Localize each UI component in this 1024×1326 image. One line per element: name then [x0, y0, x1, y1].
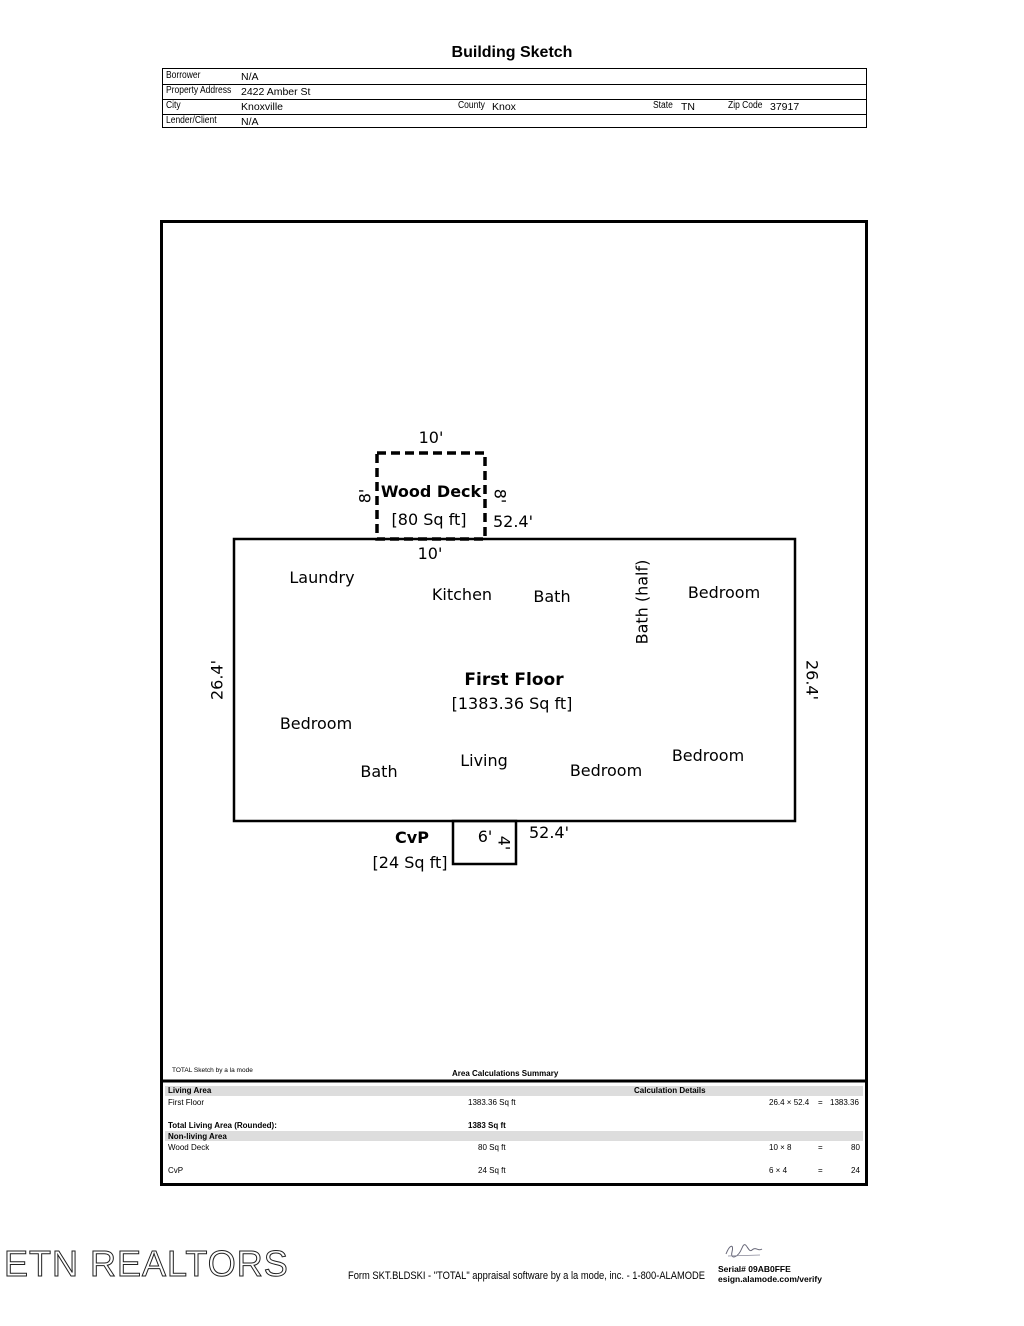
header-table: Borrower N/A Property Address 2422 Amber…	[162, 68, 867, 128]
county-value: Knox	[492, 101, 516, 113]
borrower-label: Borrower	[166, 70, 201, 81]
verify-link[interactable]: esign.alamode.com/verify	[718, 1274, 822, 1284]
first-floor-area: 1383.36 Sq ft	[468, 1098, 516, 1107]
city-value: Knoxville	[241, 101, 284, 113]
cvp-calc-formula: 6 × 4	[769, 1166, 788, 1175]
room-bath-1: Bath	[533, 587, 570, 606]
calc-details-label: Calculation Details	[634, 1086, 706, 1095]
city-label: City	[166, 100, 181, 111]
deck-calc-eq: =	[818, 1143, 823, 1152]
brokerage-logo: ETN REALTORS	[4, 1243, 289, 1285]
deck-calc-result: 80	[851, 1143, 860, 1152]
deck-bottom-dim: 10'	[418, 544, 443, 563]
address-label: Property Address	[166, 85, 232, 96]
deck-top-dim: 10'	[419, 428, 444, 447]
room-kitchen: Kitchen	[432, 585, 492, 604]
lender-label: Lender/Client	[166, 115, 217, 126]
room-laundry: Laundry	[289, 568, 354, 587]
deck-area: [80 Sq ft]	[392, 510, 467, 529]
software-note: TOTAL Sketch by a la mode	[172, 1067, 253, 1074]
living-area-shade	[165, 1086, 863, 1096]
calc-summary-title: Area Calculations Summary	[452, 1069, 559, 1078]
first-floor-label: First Floor	[168, 1098, 204, 1107]
first-floor-result: 1383.36	[830, 1098, 859, 1107]
room-bedroom-3: Bedroom	[570, 761, 642, 780]
cvp-calc-area: 24 Sq ft	[478, 1166, 506, 1175]
serial-block: Serial# 09AB0FFE esign.alamode.com/verif…	[718, 1264, 822, 1284]
cvp-calc-label: CvP	[168, 1166, 184, 1175]
borrower-row: Borrower N/A	[163, 69, 866, 85]
city-row: City Knoxville County Knox State TN Zip …	[163, 99, 866, 115]
room-bedroom-2: Bedroom	[280, 714, 352, 733]
state-label: State	[653, 100, 673, 111]
zip-label: Zip Code	[728, 100, 763, 111]
room-living: Living	[460, 751, 508, 770]
deck-calc-area: 80 Sq ft	[478, 1143, 506, 1152]
room-bath-2: Bath	[360, 762, 397, 781]
lender-value: N/A	[241, 116, 259, 128]
sketch-frame	[160, 220, 868, 1186]
deck-left-dim: 8'	[356, 489, 375, 504]
form-footer-text: Form SKT.BLDSKI - "TOTAL" appraisal soft…	[348, 1270, 706, 1282]
cvp-name: CvP	[395, 828, 429, 847]
floor-bottom-dim: 52.4'	[529, 823, 569, 842]
county-label: County	[458, 100, 485, 111]
serial-number: Serial# 09AB0FFE	[718, 1264, 791, 1274]
nonliving-area-shade	[165, 1131, 863, 1141]
cvp-calc-eq: =	[818, 1166, 823, 1175]
floor-area: [1383.36 Sq ft]	[452, 694, 573, 713]
total-living-label: Total Living Area (Rounded):	[168, 1121, 277, 1130]
address-value: 2422 Amber St	[241, 86, 311, 98]
deck-calc-formula: 10 × 8	[769, 1143, 792, 1152]
cvp-height-dim: 4'	[495, 836, 514, 851]
deck-name: Wood Deck	[381, 482, 482, 501]
zip-value: 37917	[770, 101, 800, 113]
borrower-value: N/A	[241, 71, 259, 83]
cvp-width-dim: 6'	[478, 827, 493, 846]
lender-row: Lender/Client N/A	[163, 114, 866, 129]
first-floor-eq: =	[818, 1098, 823, 1107]
floor-name: First Floor	[464, 670, 564, 690]
living-area-label: Living Area	[168, 1086, 212, 1095]
floor-right-dim: 26.4'	[803, 660, 822, 700]
signature-icon	[725, 1244, 763, 1258]
total-living-value: 1383 Sq ft	[468, 1121, 506, 1130]
address-row: Property Address 2422 Amber St	[163, 84, 866, 100]
room-bedroom-4: Bedroom	[672, 746, 744, 765]
deck-right-dim: 8'	[491, 489, 510, 504]
floor-top-dim: 52.4'	[493, 512, 533, 531]
first-floor-calc: 26.4 × 52.4	[769, 1098, 810, 1107]
state-value: TN	[681, 101, 695, 113]
cvp-area: [24 Sq ft]	[373, 853, 448, 872]
floor-left-dim: 26.4'	[208, 660, 227, 700]
room-bath-half: Bath (half)	[633, 560, 652, 645]
nonliving-area-label: Non-living Area	[168, 1132, 227, 1141]
wood-deck-outline	[375, 451, 487, 541]
room-bedroom-1: Bedroom	[688, 583, 760, 602]
cvp-outline	[451, 819, 518, 866]
cvp-calc-result: 24	[851, 1166, 860, 1175]
deck-calc-label: Wood Deck	[168, 1143, 210, 1152]
page-title: Building Sketch	[451, 44, 573, 61]
